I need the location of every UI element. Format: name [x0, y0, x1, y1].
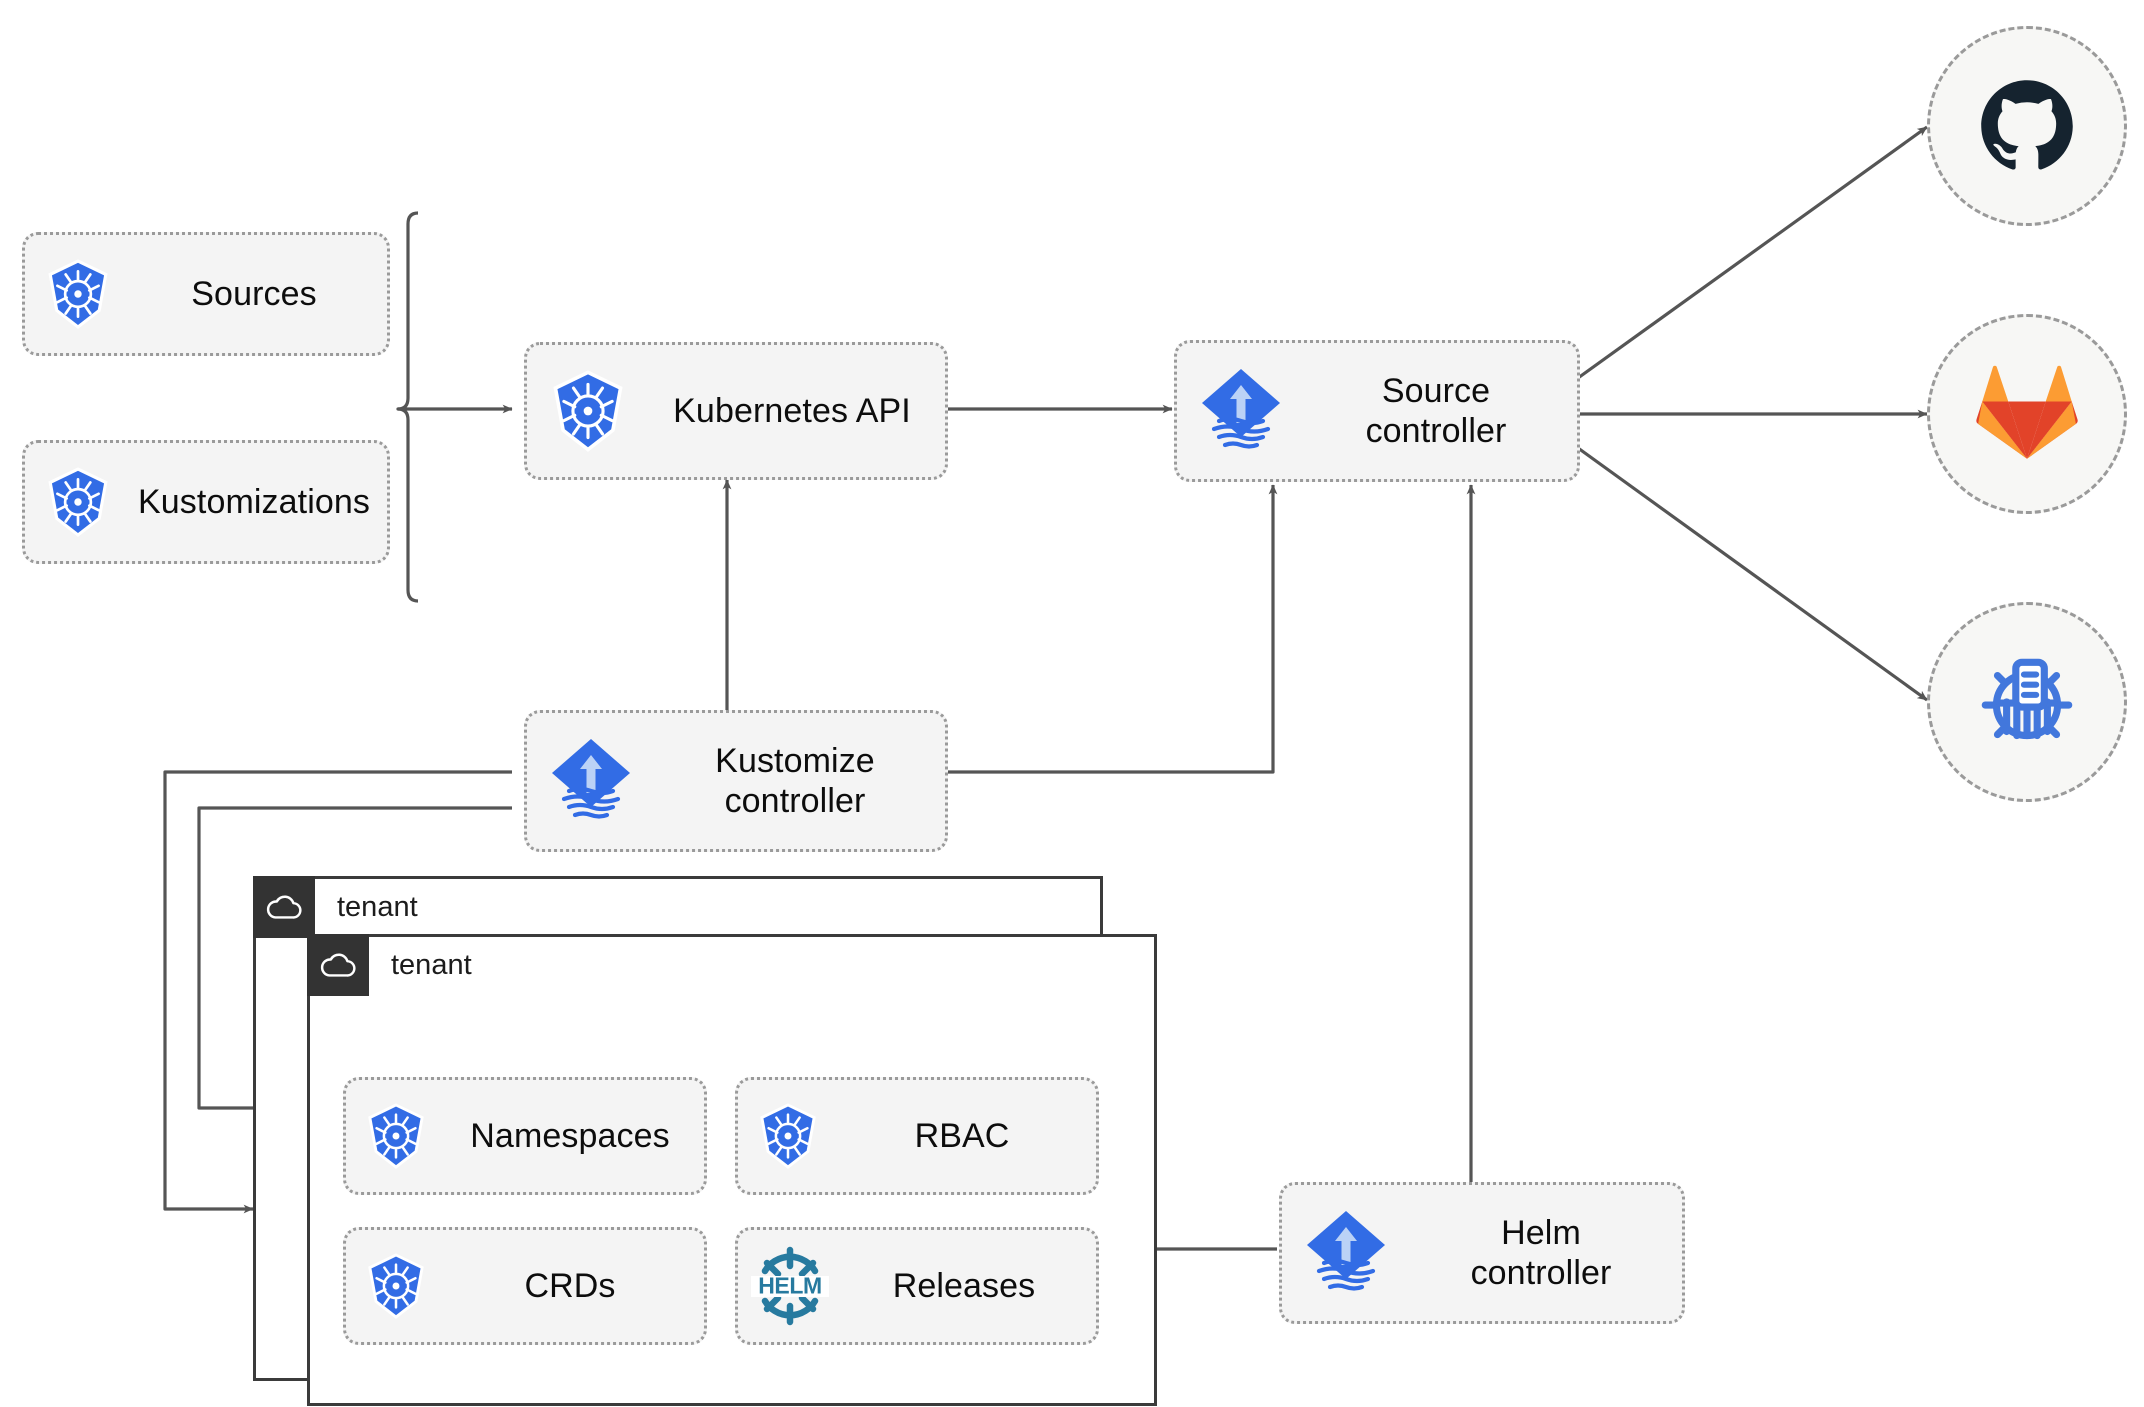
node-label-line-1: Kustomize	[715, 741, 875, 780]
node-label: Kubernetes API	[673, 391, 911, 430]
provider-helm-repository[interactable]	[1927, 602, 2127, 802]
edge-kustomize-to-source-controller	[948, 484, 1278, 774]
node-label: Sources	[191, 274, 317, 313]
provider-gitlab[interactable]	[1927, 314, 2127, 514]
node-label-line-2: controller	[724, 782, 866, 820]
provider-github[interactable]	[1927, 26, 2127, 226]
node-label: CRDs	[524, 1266, 616, 1305]
edge-source-to-helm-repo	[1577, 446, 1928, 702]
node-label-line-2: controller	[1470, 1254, 1612, 1292]
github-icon	[1981, 80, 2073, 170]
node-label: Namespaces	[470, 1116, 670, 1155]
node-crds[interactable]: CRDs	[343, 1227, 707, 1345]
node-rbac[interactable]: RBAC	[735, 1077, 1099, 1195]
helm-icon: HELM	[738, 1244, 842, 1328]
node-label: Source controller	[1305, 371, 1577, 451]
node-namespaces[interactable]: Namespaces	[343, 1077, 707, 1195]
svg-text:HELM: HELM	[758, 1273, 822, 1299]
kubernetes-icon	[527, 370, 649, 452]
tenant-titlebar: tenant	[253, 876, 418, 938]
node-label: Kustomizations	[138, 482, 370, 521]
node-label-line-1: Helm	[1501, 1213, 1581, 1252]
flux-icon	[1177, 363, 1305, 459]
node-label-line-2: controller	[1365, 412, 1507, 450]
kubernetes-icon	[346, 1103, 446, 1169]
node-helm-controller[interactable]: Helm controller	[1279, 1182, 1685, 1324]
node-releases[interactable]: HELM Releases	[735, 1227, 1099, 1345]
node-kustomize-controller[interactable]: Kustomize controller	[524, 710, 948, 852]
node-kustomizations[interactable]: Kustomizations	[22, 440, 390, 564]
flux-icon	[527, 733, 655, 829]
gitlab-icon	[1976, 365, 2078, 459]
tenant-label: tenant	[337, 890, 418, 923]
kubernetes-icon	[738, 1103, 838, 1169]
helm-chart-repository-icon	[1981, 658, 2073, 740]
node-label-line-1: Source	[1381, 371, 1491, 410]
tenant-titlebar: tenant	[307, 934, 472, 996]
node-label: Helm controller	[1410, 1213, 1682, 1293]
cloud-icon	[307, 934, 369, 996]
tenant-frame-front[interactable]: tenant Namespaces	[307, 934, 1157, 1406]
brace-sources-group	[396, 211, 419, 603]
node-kubernetes-api[interactable]: Kubernetes API	[524, 342, 948, 480]
node-label: Releases	[892, 1266, 1036, 1305]
cloud-icon	[253, 876, 315, 938]
kubernetes-icon	[346, 1253, 446, 1319]
edge-source-to-github	[1577, 125, 1928, 380]
kubernetes-icon	[25, 259, 131, 329]
node-label: RBAC	[914, 1116, 1010, 1155]
flux-icon	[1282, 1205, 1410, 1301]
kubernetes-icon	[25, 467, 131, 537]
node-label: Kustomize controller	[655, 741, 945, 821]
tenant-label: tenant	[391, 948, 472, 981]
node-source-controller[interactable]: Source controller	[1174, 340, 1580, 482]
node-sources[interactable]: Sources	[22, 232, 390, 356]
